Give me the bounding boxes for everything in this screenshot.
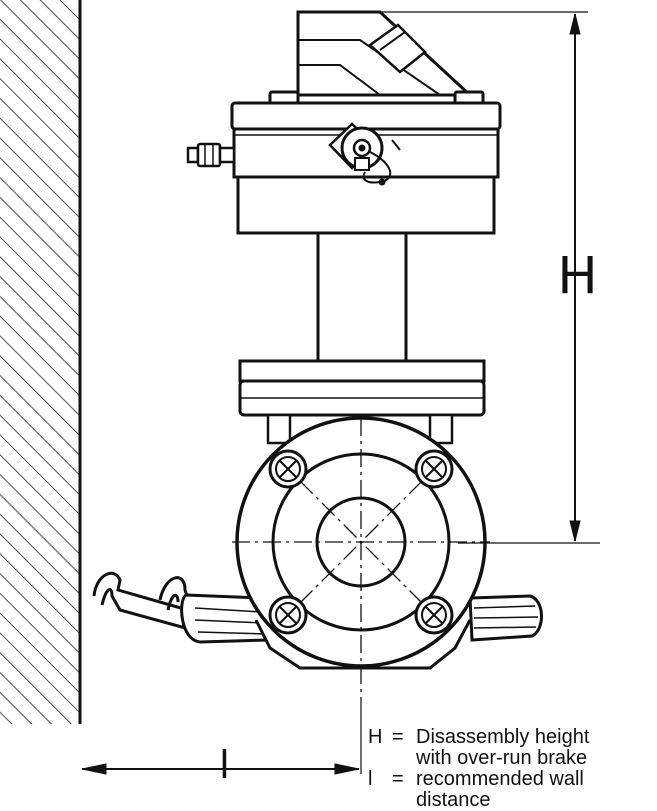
cables	[92, 571, 206, 634]
center-lines	[232, 418, 490, 700]
wall	[0, 0, 82, 724]
legend-symbol: l	[368, 768, 373, 790]
wall-distance-dimension-label: l	[220, 743, 229, 787]
height-dimension-label: H	[558, 245, 597, 305]
actuator-top-cover	[268, 10, 485, 106]
bolt-holes	[268, 449, 454, 635]
legend-equals: =	[392, 768, 404, 790]
electrical-connector	[328, 122, 401, 186]
dimension-h	[382, 11, 600, 544]
legend-symbol: H	[368, 726, 383, 748]
side-fitting	[186, 142, 236, 168]
dimension-l	[81, 700, 362, 775]
column	[316, 231, 408, 363]
operating-levers	[180, 593, 543, 644]
legend-text: distance	[416, 789, 491, 811]
legend-equals: =	[392, 726, 404, 748]
legend-text: with over-run brake	[416, 747, 588, 769]
lower-flange	[238, 359, 486, 445]
legend-text: Disassembly height	[416, 726, 590, 748]
legend-text: recommended wall	[416, 768, 584, 790]
